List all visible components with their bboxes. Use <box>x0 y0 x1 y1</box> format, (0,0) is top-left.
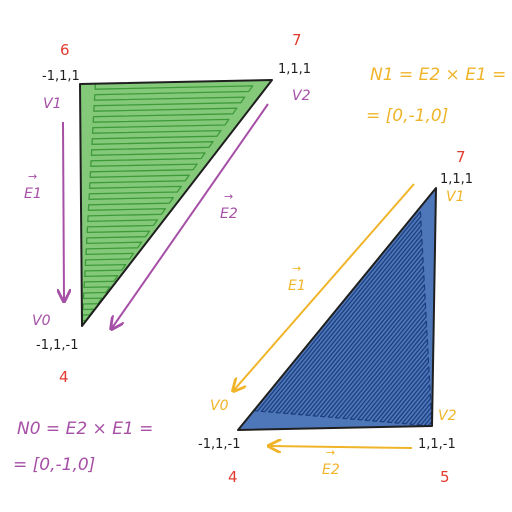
edge-e2-label-b: E2 <box>322 462 340 478</box>
index-7-label-b: 7 <box>456 148 466 166</box>
triangle-b-hatching <box>253 206 433 427</box>
index-5-label-b: 5 <box>440 468 450 486</box>
index-4-label-b: 4 <box>228 468 238 486</box>
index-4-label-a: 4 <box>59 368 69 386</box>
coord-bottom-left-b: -1,1,-1 <box>198 437 240 452</box>
vertex-v2-a: V2 <box>292 88 311 104</box>
triangle-b <box>237 187 437 431</box>
vertex-v1-a: V1 <box>43 96 61 112</box>
coord-top-b: 1,1,1 <box>440 172 473 187</box>
coord-bottom-right-b: 1,1,-1 <box>418 437 456 452</box>
hatchA-scribble <box>81 79 257 327</box>
hatchB-scribble <box>253 206 433 427</box>
edge-e2-vector-mark-a: → <box>224 190 233 203</box>
equation-n0-line2: = [0,-1,0] <box>13 455 95 475</box>
equation-n0-line1: N0 = E2 × E1 = <box>17 419 153 439</box>
vertex-v0-b: V0 <box>210 398 229 414</box>
vertex-v0-a: V0 <box>32 313 51 329</box>
triangle-b-outline <box>237 187 437 431</box>
edge-e1-arrow-b <box>234 183 415 390</box>
coord-top-left-a: -1,1,1 <box>42 69 80 84</box>
edge-e1-label-a: E1 <box>24 186 42 202</box>
triangle-a-outline <box>79 79 273 327</box>
equation-n1: N1 = E2 × E1 = = [0,-1,0] <box>366 65 506 126</box>
triangle-a <box>79 79 273 327</box>
edge-e2-arrow-b <box>270 446 413 448</box>
edge-e1-arrow-a <box>63 121 64 300</box>
edge-e2-arrow-a <box>112 103 269 328</box>
edge-e1-vector-mark-b: → <box>292 262 301 275</box>
vertex-v2-b: V2 <box>438 408 457 424</box>
index-6-label: 6 <box>60 41 70 59</box>
equation-n0: N0 = E2 × E1 = = [0,-1,0] <box>13 419 153 475</box>
edge-e1-vector-mark-a: → <box>28 170 37 183</box>
index-7-label-a: 7 <box>292 31 302 49</box>
triangle-a-hatching <box>81 79 257 327</box>
edge-e2-label-a: E2 <box>220 206 238 222</box>
equation-n1-line1: N1 = E2 × E1 = <box>370 65 506 85</box>
coord-top-right-a: 1,1,1 <box>278 62 311 77</box>
vertex-v1-b: V1 <box>446 189 464 205</box>
edge-e1-label-b: E1 <box>288 278 306 294</box>
edge-e2-vector-mark-b: → <box>326 446 335 459</box>
equation-n1-line2: = [0,-1,0] <box>366 106 448 126</box>
coord-bottom-a: -1,1,-1 <box>36 338 78 353</box>
